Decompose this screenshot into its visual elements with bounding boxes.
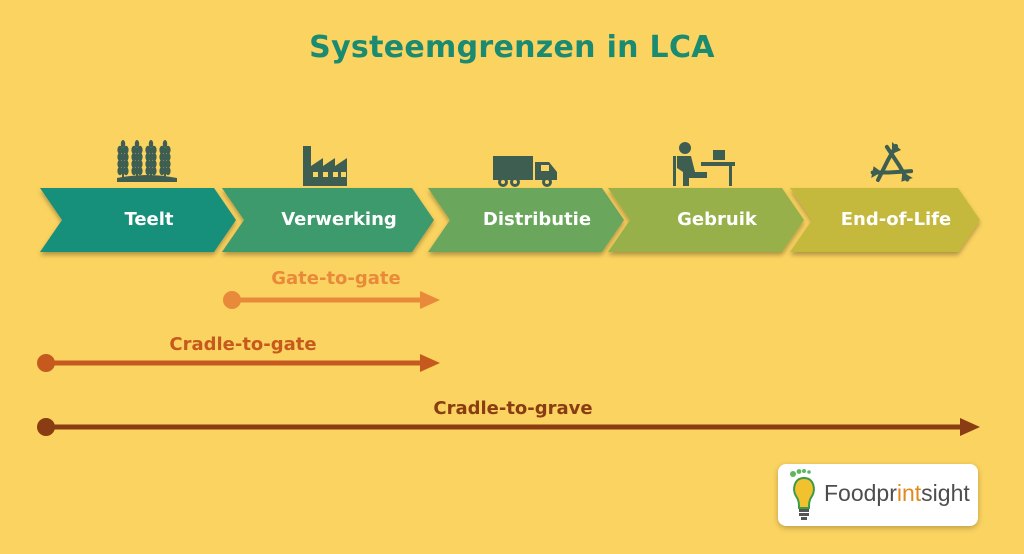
page-title: Systeemgrenzen in LCA (309, 30, 715, 65)
stage-label-4: Gebruik (677, 209, 757, 230)
range-label-3: Cradle-to-grave (433, 398, 593, 419)
range-label-2: Cradle-to-gate (169, 334, 317, 355)
lightbulb-footprint-icon (790, 469, 815, 520)
stage-chevron-2 (222, 188, 434, 252)
stage-label-3: Distributie (482, 209, 592, 230)
stage-chevron-5 (790, 188, 980, 252)
range-2 (37, 354, 440, 372)
logo-text-end: sight (921, 480, 970, 506)
logo-wordmark: Foodprintsight (824, 480, 970, 507)
foodprintsight-logo: Foodprintsight (778, 464, 978, 526)
stage-label-1: Teelt (124, 209, 174, 230)
factory-icon (303, 146, 347, 186)
range-label-1: Gate-to-gate (271, 268, 401, 289)
person-at-desk-icon (673, 142, 735, 186)
logo-text-main: Foodpr (824, 480, 897, 506)
stage-chevron-1 (40, 188, 236, 252)
wheat-icon (117, 140, 177, 182)
range-1 (223, 291, 440, 309)
stage-label-5: End-of-Life (840, 209, 952, 230)
stage-chevron-3 (428, 188, 624, 252)
truck-icon (493, 156, 557, 187)
range-3 (37, 418, 980, 436)
stage-chevron-4 (608, 188, 804, 252)
logo-text-highlight: int (896, 480, 922, 506)
stage-label-2: Verwerking (281, 209, 397, 230)
recycle-icon (870, 142, 914, 182)
